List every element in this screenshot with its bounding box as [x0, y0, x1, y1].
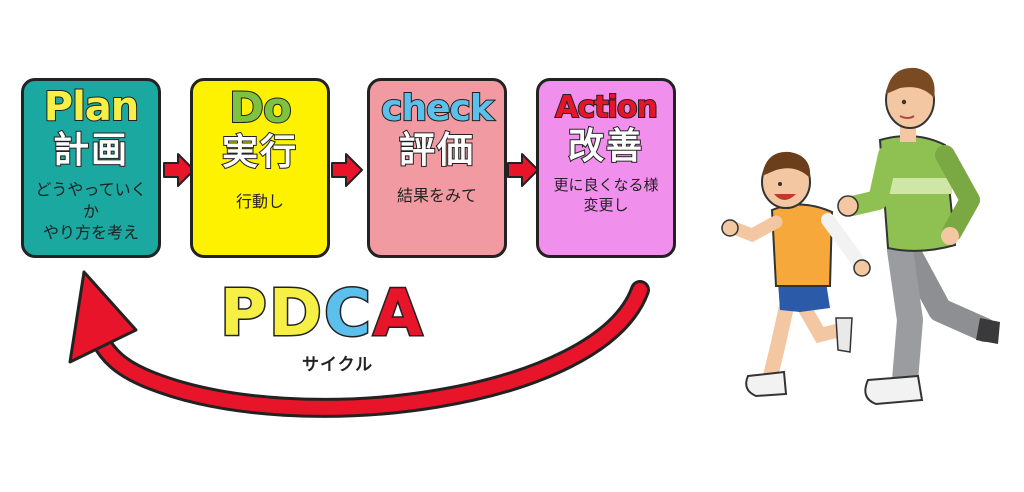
- arrow-right-icon: [163, 153, 195, 187]
- father-figure: [837, 67, 1000, 406]
- plan-desc-line-1: どうやっていくか: [35, 180, 147, 221]
- action-kanji: 改善: [567, 126, 644, 167]
- pdca-letter-p: P: [219, 277, 269, 351]
- do-desc: 行動し: [193, 191, 327, 213]
- plan-kanji: 計画: [52, 130, 129, 171]
- arrow-right-icon: [331, 153, 363, 187]
- action-card: Action 改善 更に良くなる様 変更し: [536, 78, 676, 258]
- check-desc: 結果をみて: [370, 185, 504, 207]
- arrow-right-icon: [507, 153, 539, 187]
- check-kanji: 評価: [398, 130, 475, 171]
- cycle-label: サイクル: [302, 355, 374, 375]
- plan-title: Plan: [43, 84, 141, 130]
- action-desc-line-1: 更に良くなる様: [553, 176, 659, 194]
- boy-figure: [721, 151, 871, 398]
- action-desc-line-2: 変更し: [583, 196, 629, 215]
- check-desc-line-1: 結果をみて: [396, 186, 477, 205]
- action-desc: 更に良くなる様 変更し: [539, 175, 673, 216]
- do-title: Do: [228, 83, 293, 132]
- check-title: check: [380, 88, 495, 129]
- plan-desc: どうやっていくか やり方を考え: [24, 179, 158, 244]
- running-family-illustration: [721, 67, 1000, 406]
- pdca-letter-d: D: [267, 277, 325, 351]
- action-title: Action: [554, 90, 659, 125]
- plan-card: Plan 計画 どうやっていくか やり方を考え: [21, 78, 161, 258]
- do-kanji: 実行: [221, 132, 298, 173]
- do-card: Do 実行 行動し: [190, 78, 330, 258]
- check-card: check 評価 結果をみて: [367, 78, 507, 258]
- pdca-letter-c: C: [323, 277, 373, 351]
- pdca-letter-a: A: [372, 277, 425, 351]
- plan-desc-line-2: やり方を考え: [42, 223, 139, 243]
- do-desc-line-1: 行動し: [235, 192, 284, 211]
- pdca-title: PDCA: [219, 281, 480, 352]
